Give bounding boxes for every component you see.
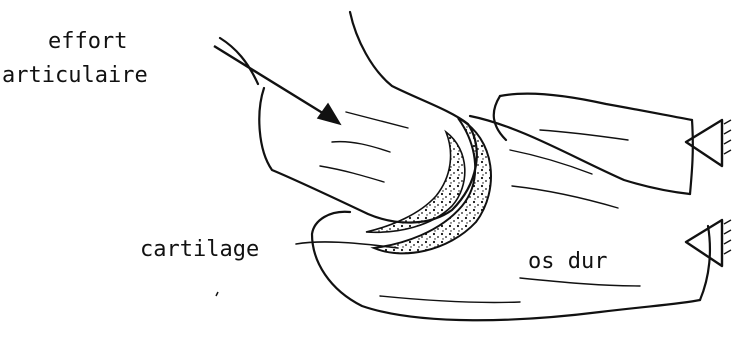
cartilage-label: cartilage bbox=[140, 237, 259, 262]
stray-mark bbox=[216, 292, 218, 296]
support-triangle-bottom bbox=[686, 220, 722, 266]
force-arrow bbox=[214, 46, 340, 124]
upper-bone bbox=[220, 12, 477, 223]
cartilage-layer bbox=[366, 118, 491, 253]
bone-label: os dur bbox=[528, 249, 607, 274]
lower-bone bbox=[312, 94, 710, 321]
force-label-line1: effort bbox=[48, 29, 127, 54]
force-label-line2: articulaire bbox=[2, 63, 148, 88]
